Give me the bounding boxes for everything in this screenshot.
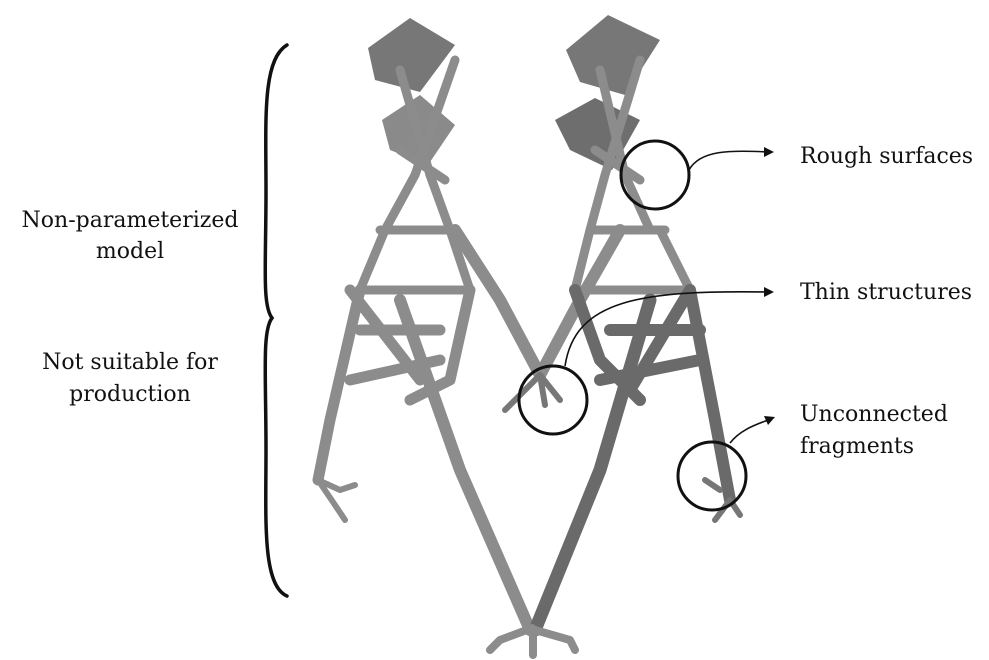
non-parameterized-label-line1: Non-parameterized — [0, 206, 260, 236]
left-foot — [318, 480, 355, 520]
thin-structures-circle — [519, 366, 587, 434]
central-node — [505, 375, 560, 410]
left-long-diagonal — [400, 300, 530, 630]
left-upper-struts — [360, 60, 470, 290]
rough-surfaces-label: Rough surfaces — [800, 142, 973, 172]
right-upper-struts — [575, 60, 690, 290]
arrowheads — [764, 147, 775, 425]
right-top-plate — [566, 15, 660, 95]
thin-arrowhead — [764, 287, 774, 297]
unconnected-fragments-circle — [678, 442, 746, 510]
non-parameterized-label-line2: model — [0, 237, 260, 267]
curly-brace — [265, 45, 287, 596]
bottom-apex — [490, 628, 575, 655]
not-suitable-label-line2: production — [0, 380, 260, 410]
unconnected-arrow — [730, 420, 768, 443]
thin-structures-label: Thin structures — [800, 278, 972, 308]
unconnected-label-line1: Unconnected — [800, 400, 948, 430]
topology-structure — [318, 15, 740, 655]
left-top-plate — [368, 18, 455, 92]
rough-arrowhead — [764, 147, 774, 157]
rough-arrow — [689, 151, 768, 170]
not-suitable-label-line1: Not suitable for — [0, 348, 260, 378]
unconnected-label-line2: fragments — [800, 432, 914, 462]
